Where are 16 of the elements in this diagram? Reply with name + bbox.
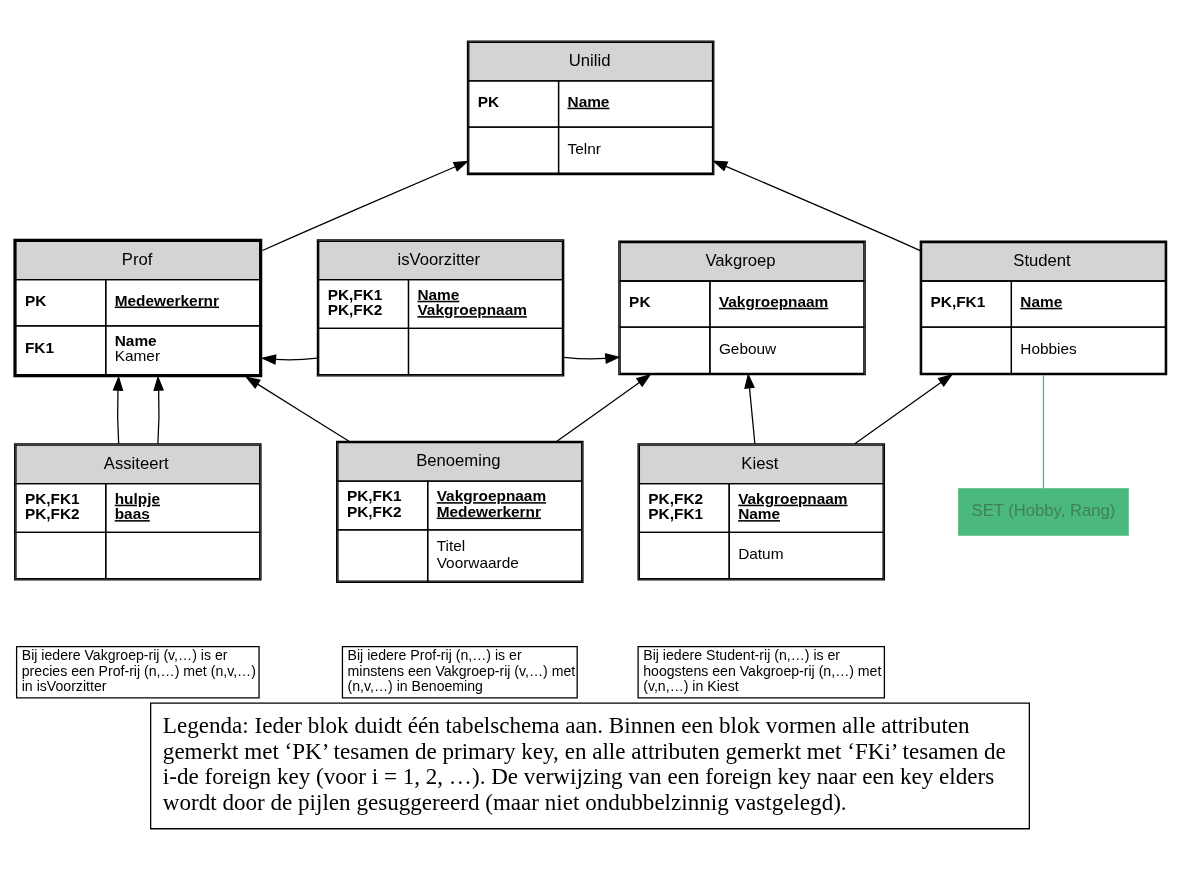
arrow [112, 374, 124, 444]
connector [1042, 373, 1045, 489]
node-box: Bij iedere Vakgroep-rij (v,…) is er precies een Prof-rij (n,…) met (n,v,…) in isVoorzitter [15, 645, 260, 699]
node-box: Bij iedere Student-rij (n,…) is er hoogstens een Vakgroep-rij (n,…) met (v,n,…) in Kiest [637, 645, 886, 699]
arrow [245, 375, 350, 442]
arrow [563, 352, 621, 364]
arrow [556, 373, 652, 442]
node-box: Bij iedere Prof-rij (n,…) is er minstens een Vakgroep-rij (v,…) met (n,v,…) in Benoeming [341, 645, 578, 699]
arrow [261, 160, 470, 251]
arrow [854, 373, 954, 444]
arrow [260, 353, 318, 365]
arrow [712, 159, 921, 251]
arrow [153, 374, 165, 444]
caption: Legenda: Ieder blok duidt één tabelschema aan. Binnen een blok vormen alle attributen gemerkt met ‘PK’ tesamen de primary key, en alle attributen gemerkt met ‘FKi’ tesamen de i-de foreign key (voor i = 1, 2, …). De verwijzing van een foreign key naar een key elders wordt door de pijlen gesuggereerd (maar niet ondubbelzinnig vastgelegd). [162, 711, 1006, 815]
node-box: SET (Hobby, Rang) [958, 487, 1129, 536]
arrow [744, 372, 756, 444]
